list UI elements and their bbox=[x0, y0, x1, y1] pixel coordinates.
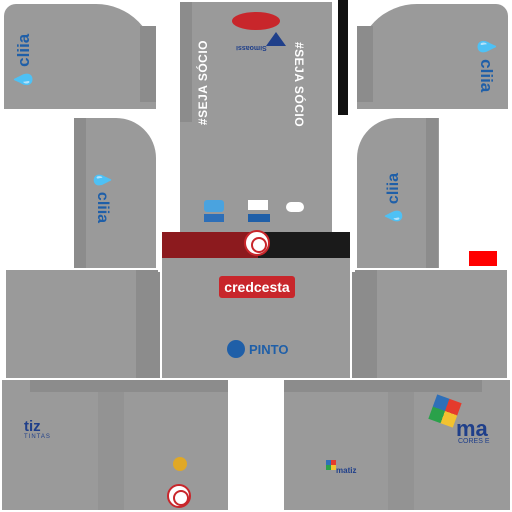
simoassi-logo: Simoassi bbox=[236, 32, 286, 54]
credcesta-logo: credcesta bbox=[219, 276, 295, 298]
sleeve-top-right bbox=[357, 4, 508, 109]
club-crest-icon-sock bbox=[167, 484, 191, 508]
sponsor-small-2 bbox=[248, 200, 268, 210]
cliia-logo-sleeve-right: 💧 cliia bbox=[477, 36, 496, 93]
sleeve-mid-left bbox=[74, 118, 156, 268]
hashtag-right: #SEJA SÓCIO bbox=[292, 42, 306, 128]
sock-right-top-band bbox=[284, 380, 482, 392]
sleeve-top-left-cuff bbox=[140, 26, 156, 102]
color-swatch-red bbox=[469, 251, 497, 266]
cliia-drop-icon: 💧 bbox=[386, 206, 403, 226]
simoassi-swoosh-icon bbox=[266, 32, 286, 46]
sleeve-top-right-cuff bbox=[357, 26, 373, 102]
shirt-side-stripe bbox=[338, 0, 348, 115]
sock-left-inner bbox=[98, 392, 124, 510]
cliia-drop-icon: 💧 bbox=[14, 68, 33, 90]
shirt-front bbox=[180, 2, 332, 270]
shorts-side-right-stripe bbox=[355, 270, 377, 378]
tiz-logo: tiz TINTAS bbox=[24, 418, 51, 440]
small-emblem-icon bbox=[173, 457, 187, 471]
fish-logo-icon bbox=[232, 12, 280, 30]
matiz-pinwheel-icon bbox=[326, 460, 336, 470]
sleeve-mid-right bbox=[357, 118, 439, 268]
cliia-drop-icon: 💧 bbox=[477, 36, 496, 58]
club-crest-icon bbox=[244, 230, 270, 256]
shirt-collar-left bbox=[180, 2, 192, 122]
waist-band-black bbox=[258, 232, 350, 258]
cliia-logo-mid-right: 💧 cliia bbox=[385, 172, 403, 226]
sleeve-mid-right-edge bbox=[426, 118, 438, 268]
sock-right-inner bbox=[388, 392, 414, 510]
sleeve-top-left bbox=[4, 4, 156, 109]
pinto-emblem-icon bbox=[227, 340, 245, 358]
cliia-logo-sleeve-left: 💧 cliia bbox=[14, 33, 33, 90]
waist-band-red bbox=[162, 232, 258, 258]
sponsor-small-1 bbox=[204, 200, 224, 212]
cliia-drop-icon: 💧 bbox=[93, 170, 110, 190]
shorts-side-left bbox=[6, 270, 158, 378]
cliia-logo-mid-left: 💧 cliia bbox=[93, 170, 111, 224]
sponsor-small-4 bbox=[204, 214, 224, 222]
sponsor-small-3 bbox=[286, 202, 304, 212]
hashtag-left: #SEJA SÓCIO bbox=[196, 40, 210, 126]
sponsor-small-5 bbox=[248, 214, 270, 222]
sleeve-mid-left-edge bbox=[74, 118, 86, 268]
shorts-side-right bbox=[355, 270, 507, 378]
shorts-side-left-stripe bbox=[136, 270, 158, 378]
sock-left-top-band bbox=[30, 380, 228, 392]
pinto-logo: PINTO bbox=[227, 338, 291, 360]
